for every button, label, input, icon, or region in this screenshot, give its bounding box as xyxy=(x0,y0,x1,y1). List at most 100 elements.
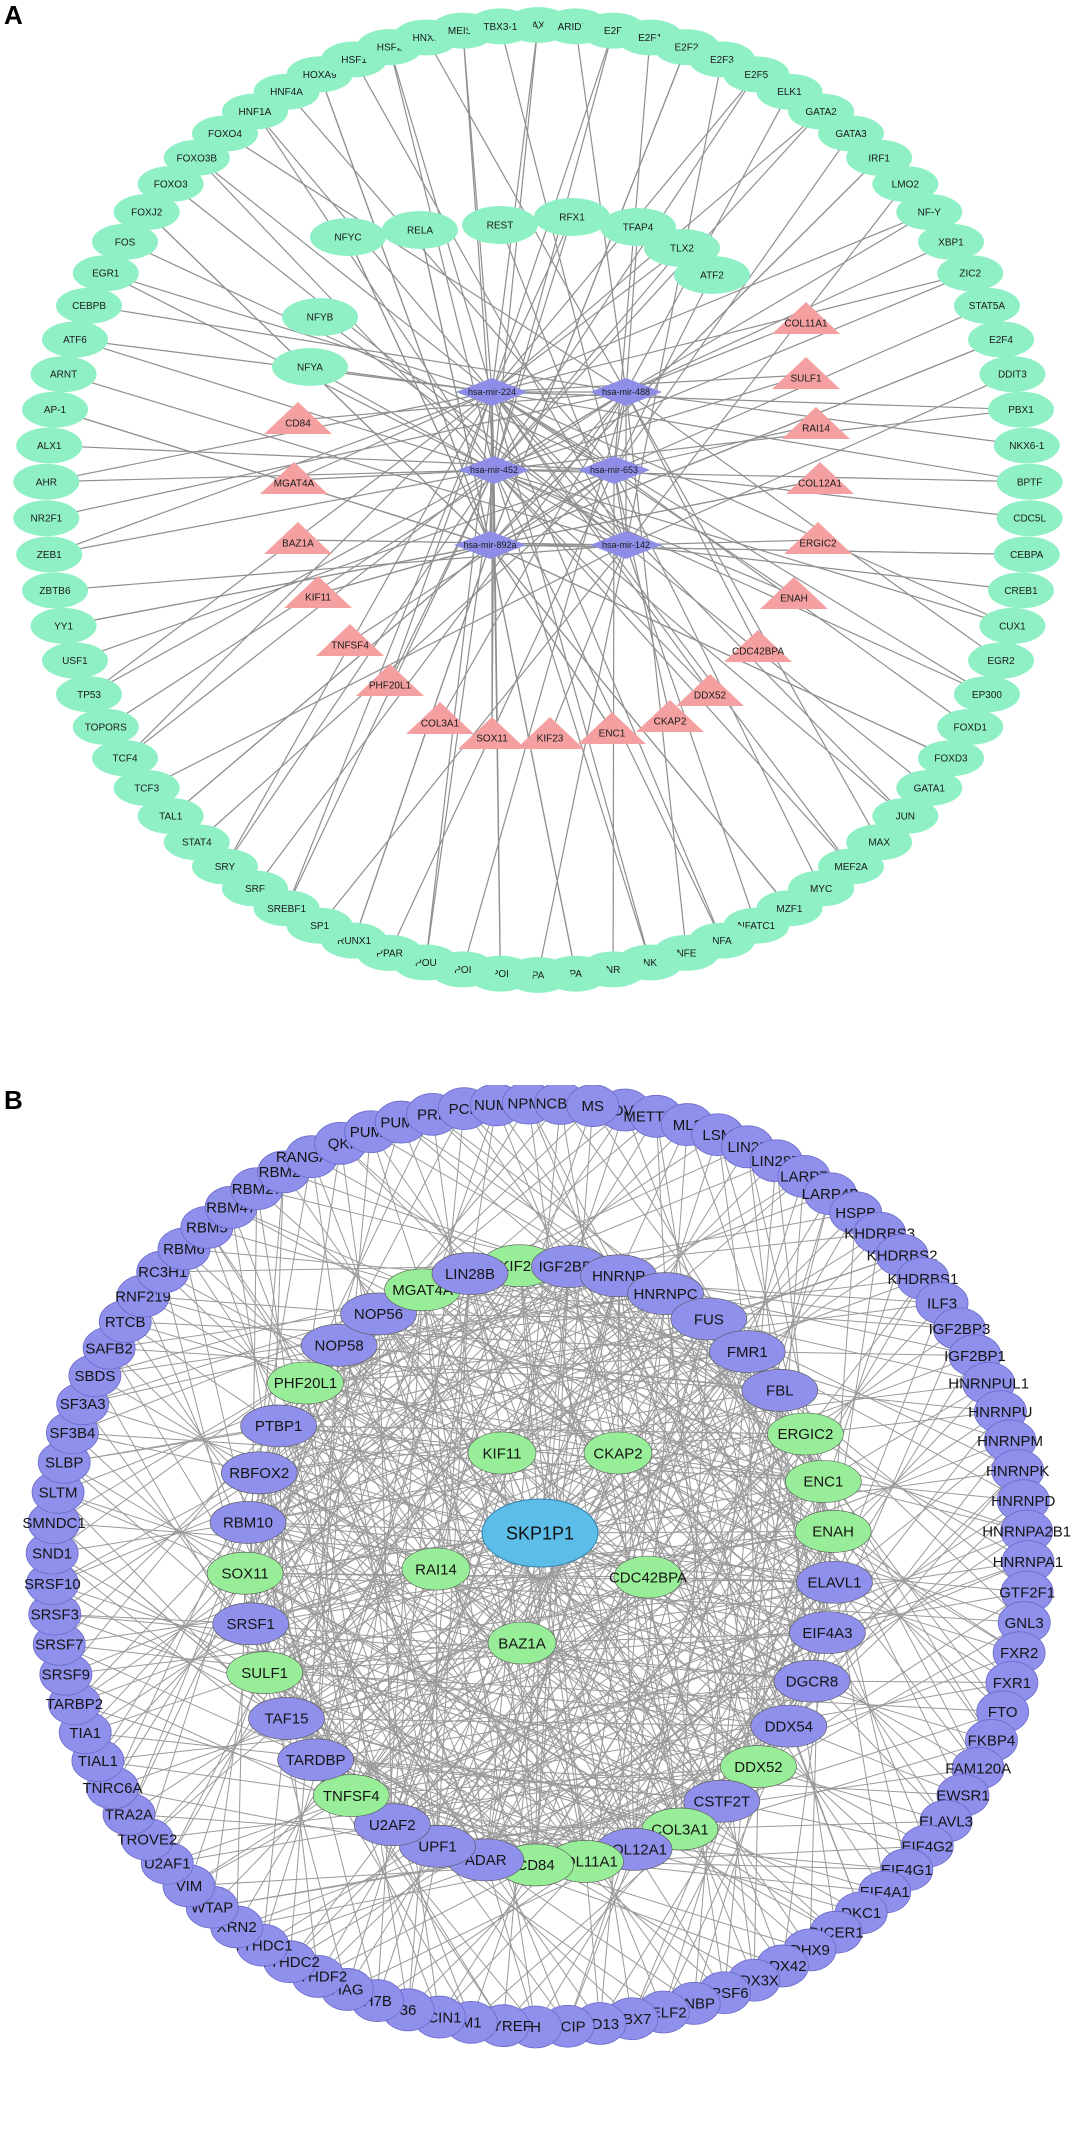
edge xyxy=(617,1452,828,1634)
mirna-node-label: hsa-mir-892a xyxy=(463,540,516,550)
gene-node-label: RAI14 xyxy=(415,1561,457,1578)
rbp-node-shape xyxy=(750,1704,828,1748)
edge xyxy=(105,391,627,728)
rbp-node-label: NOP56 xyxy=(354,1306,403,1323)
tf-node-label: IRF1 xyxy=(868,153,890,164)
edge xyxy=(489,157,880,546)
edge xyxy=(125,1321,748,1353)
rbp-node-srsf3: SRSF3 xyxy=(28,1592,82,1636)
gene-node-label: BAZ1A xyxy=(498,1635,546,1652)
edge xyxy=(625,391,688,953)
edge xyxy=(286,91,615,471)
gene-node-shape xyxy=(312,1774,390,1817)
edge xyxy=(85,1732,722,1802)
edge xyxy=(485,1134,719,1861)
rbp-node-label: DDX54 xyxy=(765,1718,813,1735)
edge xyxy=(400,1121,570,1267)
tf-node-label: ARID5B xyxy=(558,22,594,33)
mirna-node-label: hsa-mir-452 xyxy=(470,465,518,475)
rbp-node-shape xyxy=(709,1330,786,1373)
edge xyxy=(584,1861,601,2024)
edge xyxy=(289,1632,828,1963)
edge xyxy=(519,1265,1029,1563)
gene-node-sox11: SOX11 xyxy=(458,717,526,749)
edge xyxy=(633,1849,725,1993)
edge xyxy=(527,1103,635,1850)
gene-node-shape xyxy=(676,674,744,706)
mirna-node-shape xyxy=(454,531,526,559)
rbp-node-ptbp1: PTBP1 xyxy=(240,1404,317,1448)
mirna-node-hsa-mir-142: hsa-mir-142 xyxy=(590,531,662,559)
gene-node-shape xyxy=(794,1510,872,1553)
edge xyxy=(124,241,615,471)
edge xyxy=(59,1643,316,1761)
rbp-node-label: UPF1 xyxy=(418,1839,456,1856)
tf-node-label: CUX1 xyxy=(999,621,1026,632)
edge xyxy=(435,1568,439,1847)
tf-node-shape xyxy=(953,287,1020,324)
gene-node-kif23: KIF23 xyxy=(516,717,584,749)
gene-node-cd84: CD84 xyxy=(264,402,332,434)
edge xyxy=(425,391,493,963)
edge xyxy=(259,1389,780,1474)
tf-node-shape xyxy=(846,139,913,176)
tf-node-shape xyxy=(937,708,1004,745)
edge xyxy=(462,391,627,970)
edge xyxy=(65,1581,835,1675)
edge xyxy=(491,391,906,817)
tf-node-label: POI xyxy=(492,969,509,980)
tf-node-rela: RELA xyxy=(382,211,458,249)
rbp-network: MOV10METTL14ML2LSMLIN28LIN28BLARP7LARP4B… xyxy=(22,1085,1071,2049)
rbp-node-label: U2AF1 xyxy=(144,1856,191,1873)
tf-node-label: FOXO3 xyxy=(154,179,188,190)
edge xyxy=(463,1108,828,1633)
gene-node-label: KIF23 xyxy=(499,1258,539,1275)
edge xyxy=(254,111,495,471)
rbp-node-fto: FTO xyxy=(976,1690,1030,1734)
edge xyxy=(378,1313,393,1825)
rbp-node-label: HNRNP xyxy=(592,1268,645,1285)
edge xyxy=(493,391,627,471)
edge xyxy=(247,1522,601,2024)
edge xyxy=(535,1105,594,1866)
rbp-node-gtf2f1: GTF2F1 xyxy=(999,1570,1055,1614)
tf-node-nfya: NFYA xyxy=(272,348,348,386)
gene-node-shape xyxy=(786,462,854,494)
edge xyxy=(493,469,1013,627)
edge xyxy=(437,1846,569,2027)
mirna-node-label: hsa-mir-224 xyxy=(468,387,516,397)
tf-node-foxj2: FOXJ2 xyxy=(113,194,180,231)
edge xyxy=(389,391,493,683)
tf-node-label: HOXA9 xyxy=(303,70,337,81)
tf-node-label: AP-1 xyxy=(44,405,67,416)
mirna-node-label: hsa-mir-488 xyxy=(602,387,650,397)
edge xyxy=(491,391,651,963)
tf-node-label: E2F2 xyxy=(674,43,698,54)
edge xyxy=(196,157,493,393)
tf-node-nkx6-1: NKX6-1 xyxy=(993,427,1060,464)
gene-node-label: COL3A1 xyxy=(421,719,460,730)
edge xyxy=(88,305,627,393)
edge xyxy=(493,469,723,941)
tf-node-label: CDC5L xyxy=(1013,514,1046,525)
edge xyxy=(315,1568,437,1761)
tf-node-shape xyxy=(534,198,610,236)
tf-node-label: FOXO4 xyxy=(208,129,242,140)
edge xyxy=(289,1345,340,1962)
edge xyxy=(617,1275,620,1454)
edge xyxy=(278,1425,393,1825)
edge xyxy=(489,544,613,731)
rbp-node-label: HNRNPA1 xyxy=(993,1554,1064,1571)
rbp-node-shape xyxy=(566,1085,620,1128)
edge xyxy=(569,1266,790,1727)
rbp-node-rbfox2: RBFOX2 xyxy=(220,1451,298,1495)
tf-node-label: CEBPB xyxy=(72,301,106,312)
edge xyxy=(54,408,491,546)
edge xyxy=(493,272,971,471)
tf-node-label: TOPORS xyxy=(85,722,127,733)
tf-node-label: CEBPA xyxy=(1010,550,1043,561)
edge xyxy=(259,1472,928,1847)
rbp-node-label: SF3A3 xyxy=(60,1396,106,1413)
edge xyxy=(493,73,757,471)
tf-node-nfyc: NFYC xyxy=(310,218,386,256)
